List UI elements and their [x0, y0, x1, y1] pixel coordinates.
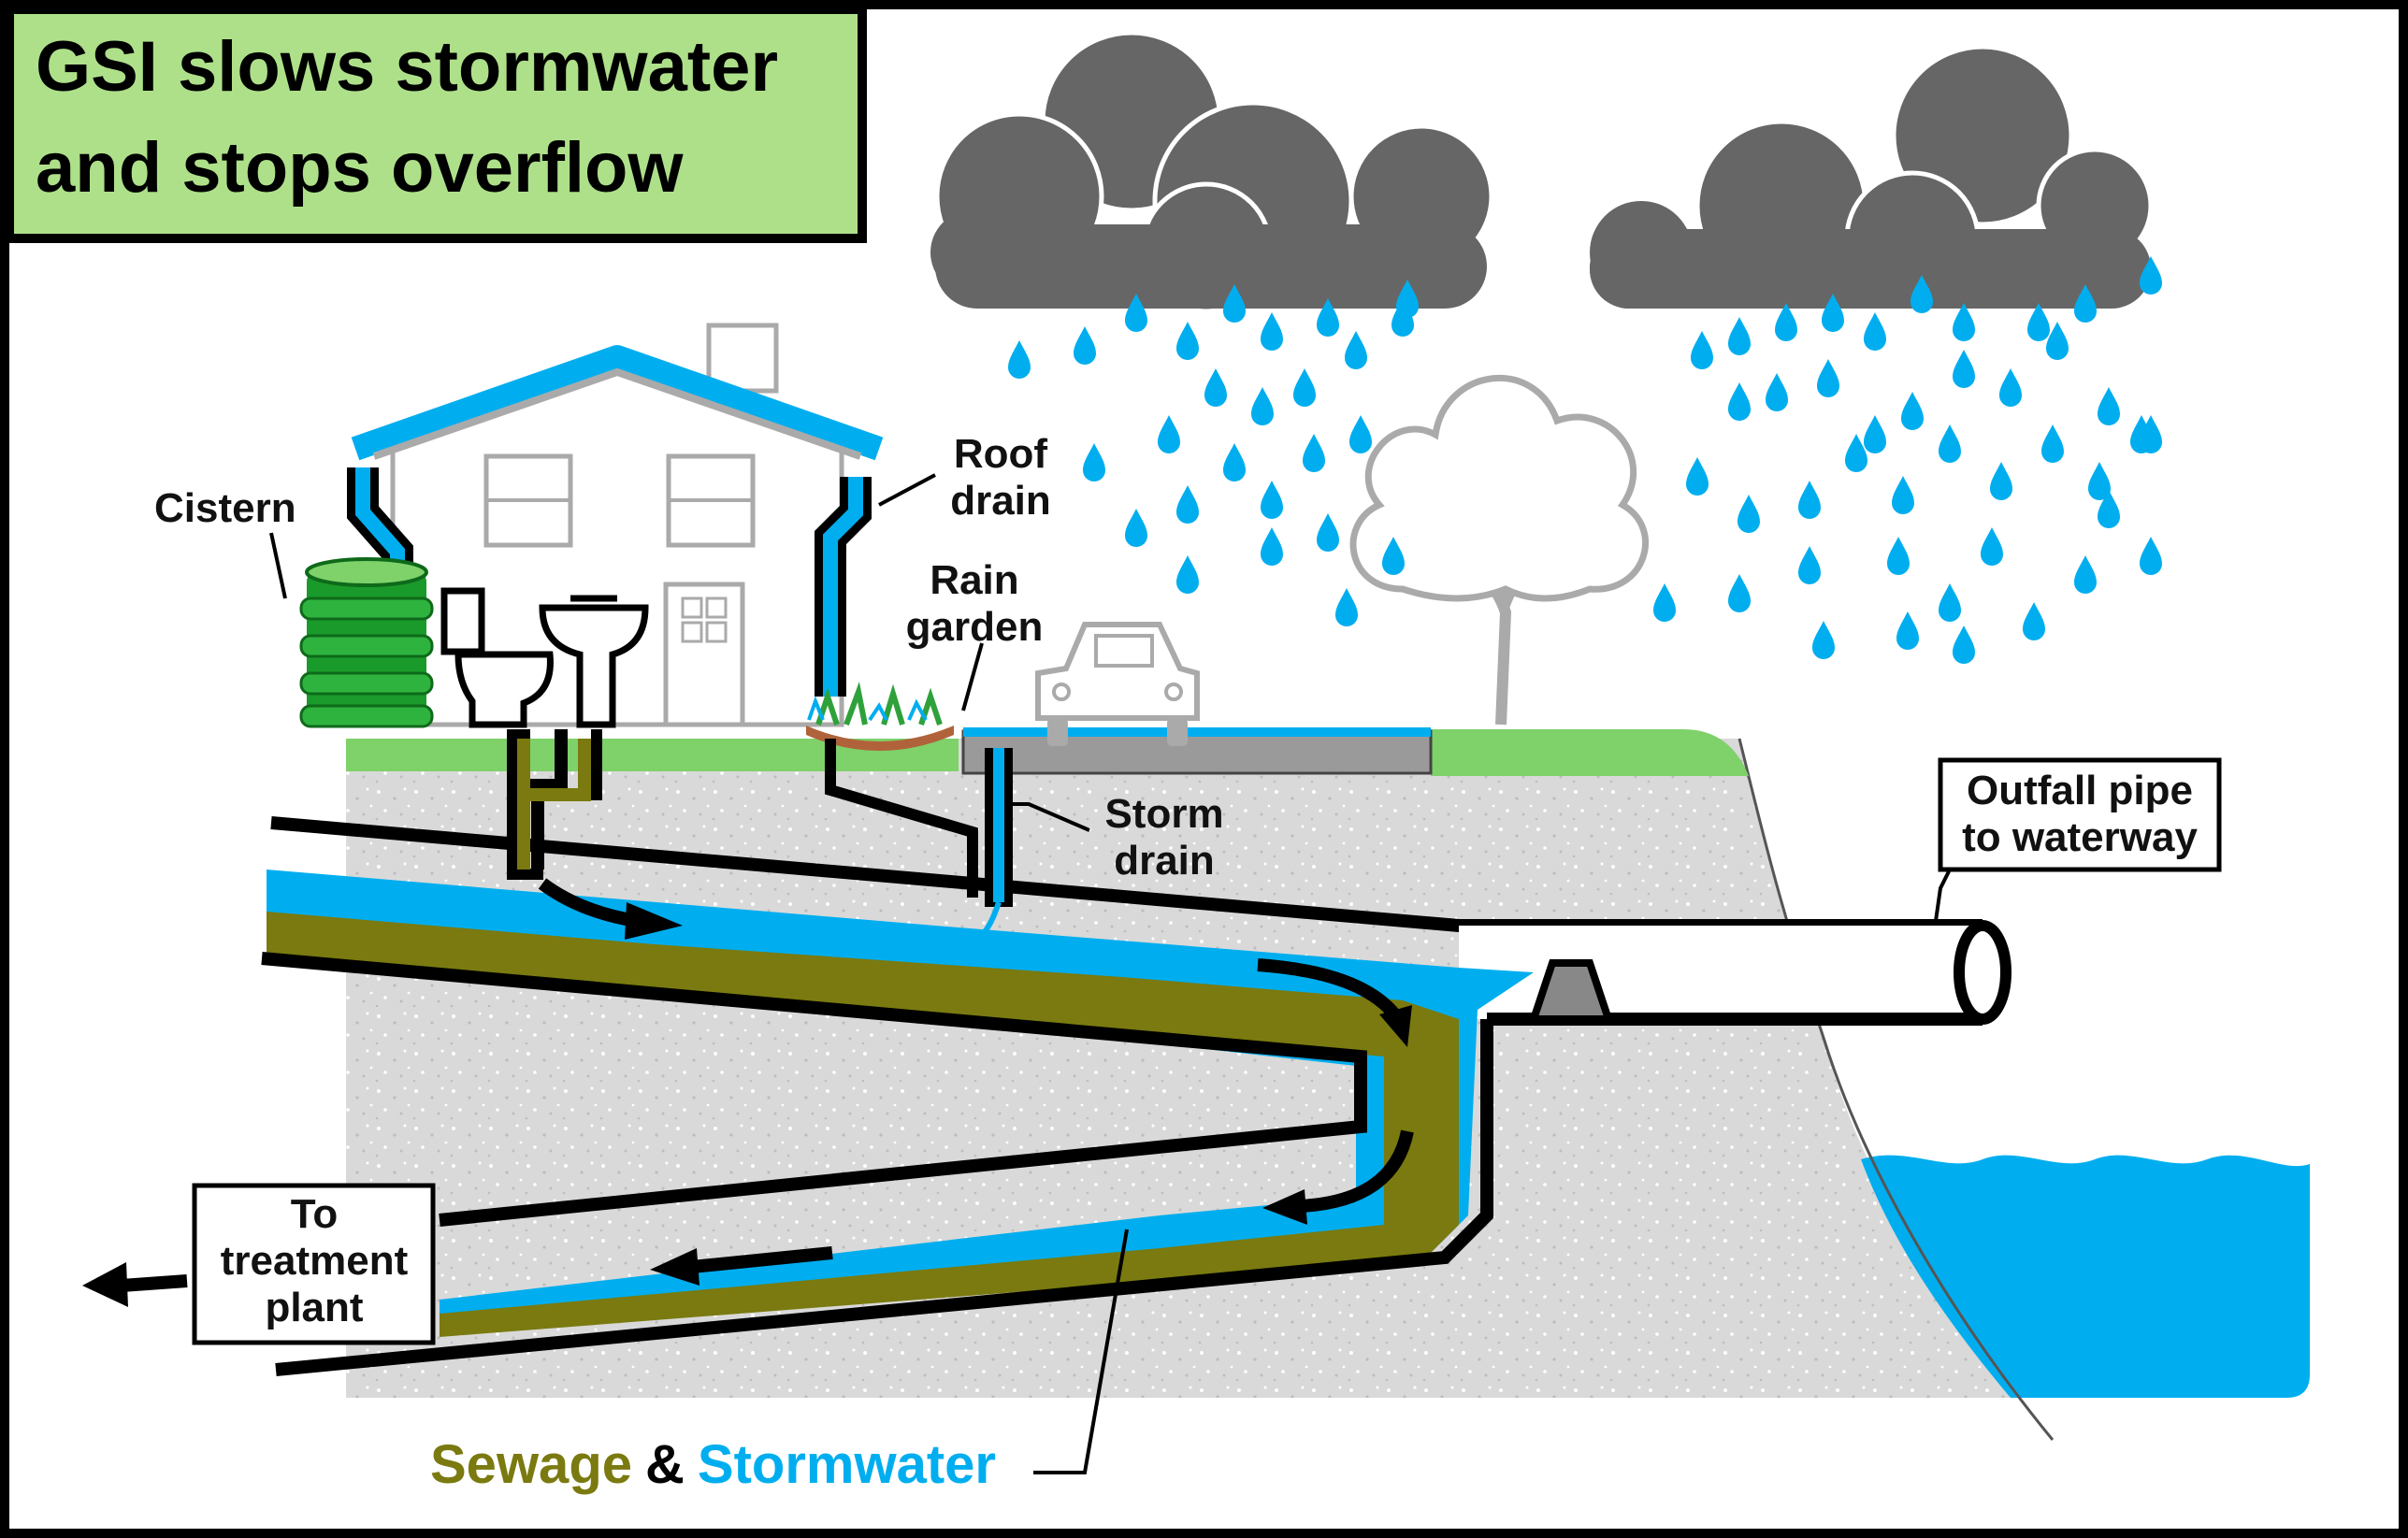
sewage-lateral-flow — [517, 739, 591, 870]
legend-leader — [1033, 1229, 1129, 1474]
ground — [346, 739, 2011, 1398]
grass-left — [346, 739, 959, 771]
combined-flow-sewage — [267, 912, 1459, 1337]
flow-arrow-icon — [1262, 1129, 1414, 1225]
waterway — [1861, 1155, 2310, 1398]
sewer-pipe-inner — [261, 952, 1367, 1227]
sink-icon — [539, 595, 649, 728]
treatment-label-box — [192, 1183, 436, 1345]
treatment-label-3: plant — [265, 1285, 363, 1330]
storm-drain-label-1: Storm — [1104, 791, 1223, 837]
legend-sewage: Sewage — [430, 1434, 632, 1495]
cloud-icon — [1590, 44, 2154, 309]
rain-garden-icon — [806, 682, 954, 751]
car-icon — [1035, 622, 1200, 746]
sewer-pipe-outer — [275, 1019, 1493, 1376]
treatment-label-2: treatment — [221, 1238, 409, 1284]
flow-arrow-icon — [650, 1246, 833, 1286]
legend-amp: & — [645, 1434, 685, 1495]
roof-drain-label-1: Roof — [954, 431, 1048, 477]
legend-stormwater: Stormwater — [698, 1434, 996, 1495]
tree-icon — [1349, 374, 1649, 726]
roof-drain-leader — [878, 473, 936, 507]
outfall-leader — [1934, 869, 1952, 922]
legend: Sewage&Stormwater — [430, 1434, 996, 1495]
combined-flow-storm — [267, 870, 1534, 1328]
flow-arrow-icon — [1257, 958, 1412, 1047]
treatment-label-1: To — [291, 1191, 339, 1237]
street-runoff — [963, 727, 1431, 737]
storm-drain-label-2: drain — [1114, 838, 1215, 884]
outfall-label-2: to waterway — [1962, 814, 2198, 860]
toilet-icon — [440, 587, 554, 728]
flow-arrow-icon — [538, 878, 683, 940]
outfall-pipe-mouth — [1954, 920, 2011, 1025]
outfall-label-box — [1938, 757, 2222, 872]
rain-garden-leader — [961, 642, 984, 712]
title-line-2: and stops overflow — [36, 128, 684, 208]
storm-drain-leader — [1010, 802, 1090, 832]
cistern-icon — [299, 557, 434, 728]
house-lateral-outline — [507, 729, 602, 880]
outfall-label-1: Outfall pipe — [1967, 768, 2193, 813]
title-line-1: GSI slows stormwater — [36, 27, 778, 107]
bank-line — [1738, 738, 2055, 1441]
cistern-leader — [269, 532, 287, 599]
cistern-label: Cistern — [154, 485, 296, 531]
cloud-icon — [930, 30, 1494, 314]
right-downspout-water — [823, 477, 863, 697]
street — [961, 729, 1433, 775]
weir — [1528, 959, 1614, 1023]
storm-drain-drip — [979, 901, 1002, 938]
rain-garden-label-2: garden — [906, 604, 1044, 650]
roof-drain-label-2: drain — [950, 478, 1051, 524]
to-treatment-arrow-icon — [82, 1262, 188, 1307]
grass-right — [1431, 729, 1749, 776]
title-box — [5, 5, 867, 243]
rain-garden-label-1: Rain — [930, 557, 1018, 603]
underdrain — [825, 739, 978, 898]
